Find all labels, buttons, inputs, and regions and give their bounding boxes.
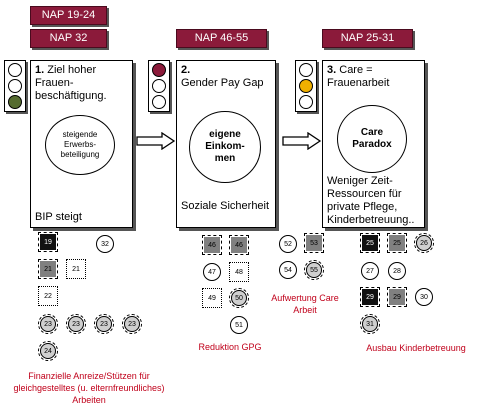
measure-55: 55 <box>304 260 324 280</box>
measure-22: 22 <box>38 286 58 306</box>
traffic-light-green-icon <box>4 60 26 112</box>
group3-label: Aufwertung Care Arbeit <box>271 293 339 315</box>
measure-23-d: 23 <box>122 314 142 334</box>
nap-46-55-label: NAP 46-55 <box>176 29 267 48</box>
panel-employment-circle: steigende Erwerbs-beteiligung <box>45 115 115 175</box>
measure-24: 24 <box>38 341 58 361</box>
panel-gpg-heading: 2.Gender Pay Gap <box>181 64 264 89</box>
nap-32-label: NAP 32 <box>30 29 107 48</box>
panel-care-circle: Care Paradox <box>337 105 407 173</box>
arrow-right-2-icon <box>282 132 322 150</box>
panel-care-heading: 3. Care = Frauenarbeit <box>327 64 390 89</box>
measure-21: 21 <box>38 259 58 279</box>
group4-label: Ausbau Kinderbetreuung <box>366 343 466 353</box>
panel-gpg-circle: eigene Einkom-men <box>189 111 261 183</box>
measure-29-b: 29 <box>387 287 407 307</box>
measure-23-a: 23 <box>38 314 58 334</box>
panel-employment-bottom: BIP steigt <box>35 211 82 223</box>
measure-23-c: 23 <box>94 314 114 334</box>
measure-27: 27 <box>361 262 379 280</box>
measure-30: 30 <box>415 288 433 306</box>
measure-47: 47 <box>203 263 221 281</box>
measure-52: 52 <box>279 235 297 253</box>
group1-label: Finanzielle Anreize/Stützen für gleichge… <box>13 371 165 405</box>
panel-employment-heading: 1. Ziel hoher Frauen-beschäftigung. <box>35 64 107 102</box>
measure-49: 49 <box>202 288 222 308</box>
traffic-light-yellow-icon <box>295 60 317 112</box>
panel-employment: 1. Ziel hoher Frauen-beschäftigung. stei… <box>30 60 133 228</box>
group2-label: Reduktion GPG <box>198 342 262 352</box>
measure-29: 29 <box>360 287 380 307</box>
measure-25-b: 25 <box>387 233 407 253</box>
panel-gender-pay-gap: 2.Gender Pay Gap eigene Einkom-men Sozia… <box>176 60 276 228</box>
measure-48: 48 <box>229 262 249 282</box>
measure-28: 28 <box>388 262 406 280</box>
measure-50: 50 <box>229 288 249 308</box>
nap-25-31-label: NAP 25-31 <box>322 29 413 48</box>
measure-31: 31 <box>360 314 380 334</box>
measure-46-b: 46 <box>229 235 249 255</box>
traffic-light-red-icon <box>148 60 170 112</box>
measure-23-b: 23 <box>66 314 86 334</box>
panel-care-work: 3. Care = Frauenarbeit Care Paradox Weni… <box>322 60 425 228</box>
nap-19-24-label: NAP 19-24 <box>30 6 107 25</box>
measure-19: 19 <box>38 232 58 252</box>
measure-21-b: 21 <box>66 259 86 279</box>
measure-51: 51 <box>230 316 248 334</box>
measure-54: 54 <box>279 261 297 279</box>
measure-53: 53 <box>304 233 324 253</box>
measure-46-a: 46 <box>202 235 222 255</box>
arrow-right-1-icon <box>136 132 176 150</box>
panel-gpg-bottom: Soziale Sicherheit <box>181 200 270 212</box>
measure-26: 26 <box>414 233 434 253</box>
panel-care-bottom: Weniger Zeit-Ressourcen für private Pfle… <box>327 175 415 226</box>
measure-25: 25 <box>360 233 380 253</box>
measure-32: 32 <box>96 235 114 253</box>
